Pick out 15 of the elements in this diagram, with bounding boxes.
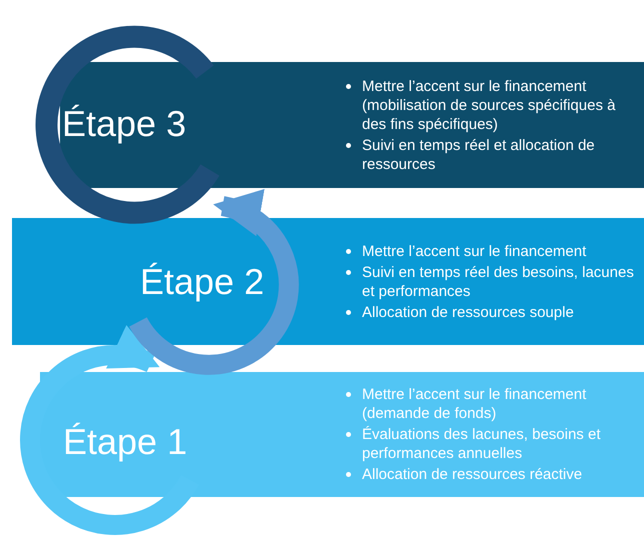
bullet-item: Évaluations des lacunes, besoins et performances annuelles xyxy=(340,425,640,463)
stage-heading: Étape 3 xyxy=(62,102,186,146)
bullet-item: Allocation de ressources réactive xyxy=(340,465,640,484)
stage-band xyxy=(12,218,644,345)
bullet-item: Suivi en temps réel et allocation de ressources xyxy=(340,136,640,174)
bullet-item: Mettre l’accent sur le financement xyxy=(340,242,640,260)
stage-heading: Étape 2 xyxy=(140,260,264,304)
stage-heading: Étape 1 xyxy=(63,420,188,464)
stage-band xyxy=(40,372,644,497)
bullet-item: Suivi en temps réel des besoins, lacunes et performances xyxy=(340,262,640,300)
bullet-item: Allocation de ressources souple xyxy=(340,302,640,322)
stage-band xyxy=(60,62,644,188)
bullet-item: Mettre l’accent sur le financement (mobilisation de sources spécifiques à des fins spécifiques) xyxy=(340,76,640,134)
bullet-item: Mettre l’accent sur le financement (demande de fonds) xyxy=(340,385,640,423)
curved-arrow xyxy=(129,192,299,375)
